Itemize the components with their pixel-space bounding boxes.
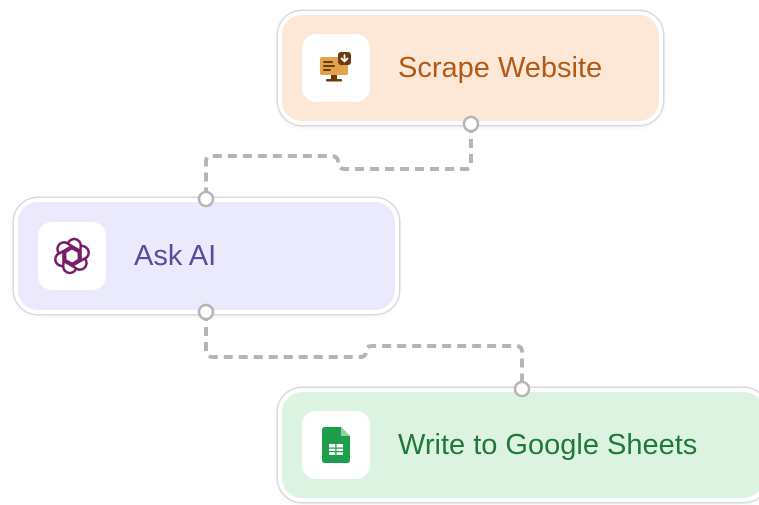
openai-icon xyxy=(54,237,90,275)
node-write-to-google-sheets[interactable]: Write to Google Sheets xyxy=(278,388,759,502)
node-scrape-website[interactable]: Scrape Website xyxy=(278,11,663,125)
icon-container xyxy=(38,222,106,290)
node-label: Ask AI xyxy=(134,239,217,272)
node-label: Scrape Website xyxy=(398,51,603,84)
edge-ask-to-sheets xyxy=(204,312,524,389)
node-label: Write to Google Sheets xyxy=(398,428,698,461)
icon-container xyxy=(302,411,370,479)
monitor-download-icon xyxy=(320,52,351,82)
node-ask-ai[interactable]: Ask AI xyxy=(14,198,399,314)
edge-scrape-to-ask xyxy=(204,124,473,199)
google-sheets-icon xyxy=(322,427,350,463)
icon-container xyxy=(302,34,370,102)
